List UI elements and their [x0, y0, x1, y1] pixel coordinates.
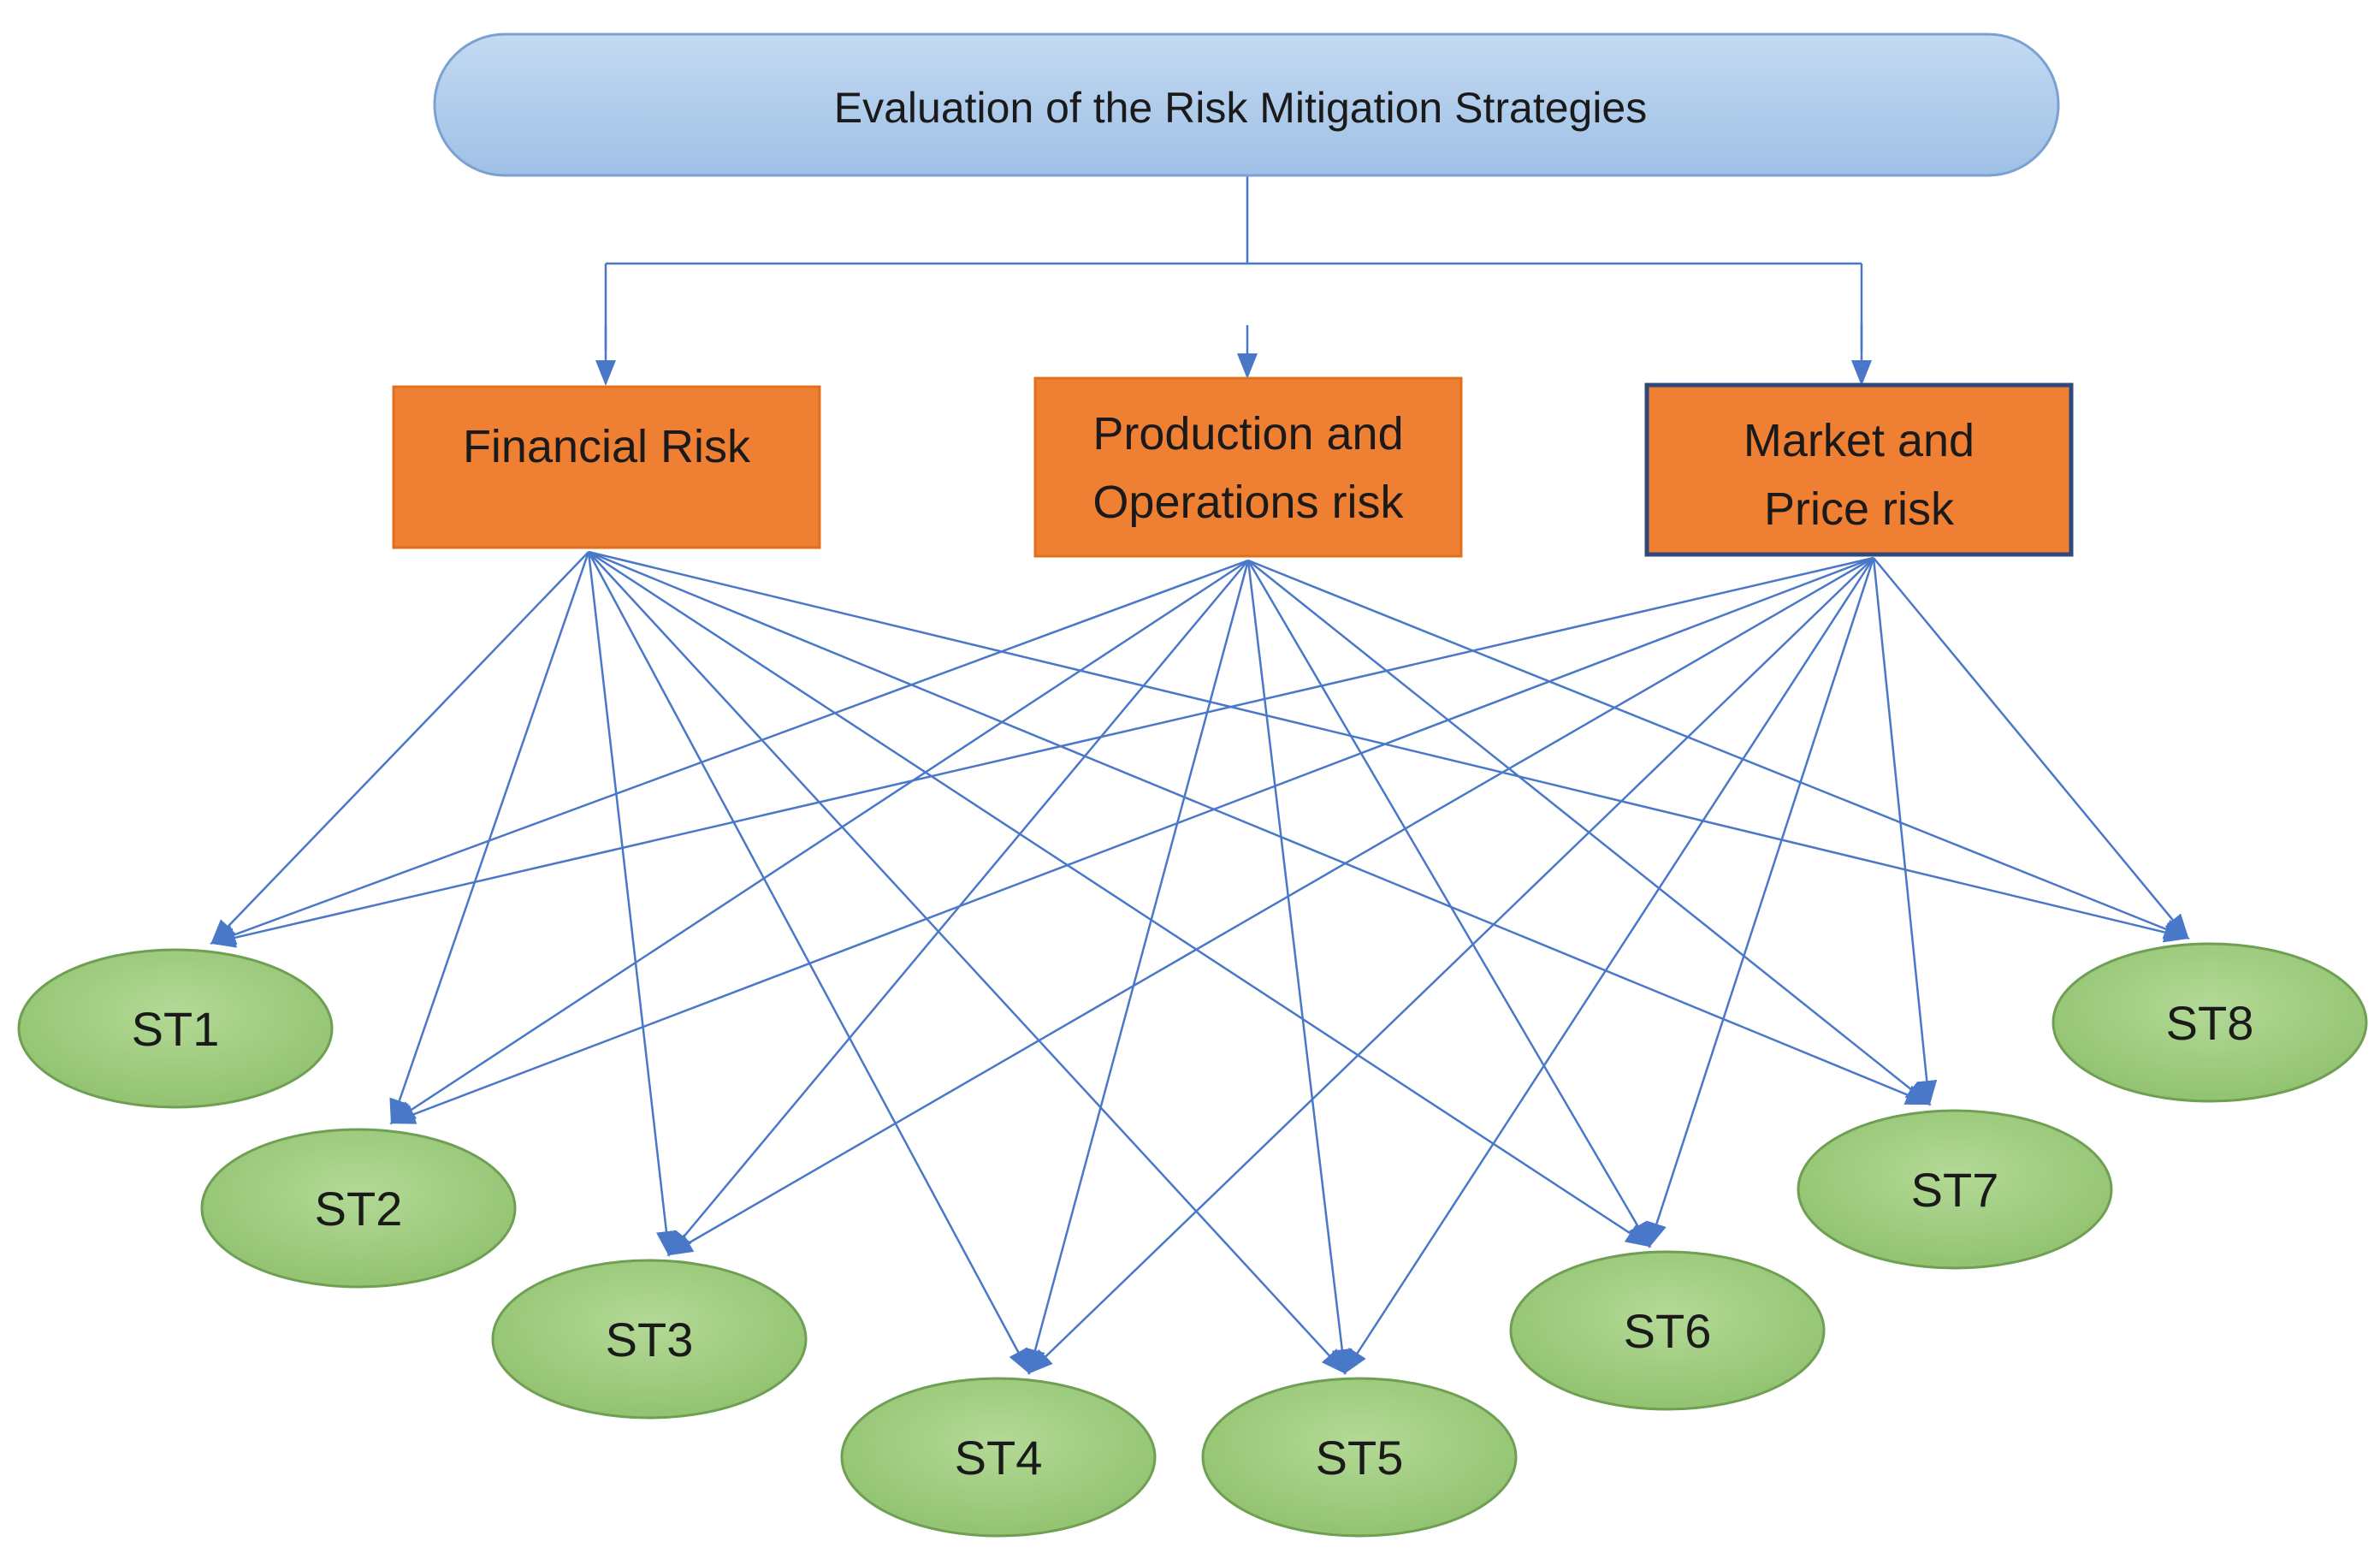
edge-financial-to-st7-arrow — [588, 550, 1932, 1106]
edges-layer — [210, 175, 2190, 1375]
strategy-st4-ellipse — [840, 1377, 1157, 1538]
edge-financial-to-st3-arrow — [587, 551, 677, 1257]
edge-market-to-st8-arrow — [1873, 557, 2189, 940]
strategy-st7-label: ST7 — [1911, 1163, 1999, 1217]
strategy-st4: ST4 — [840, 1377, 1157, 1538]
goal-label: Evaluation of the Risk Mitigation Strate… — [834, 84, 1648, 132]
strategy-st7: ST7 — [1797, 1109, 2113, 1270]
criterion-financial-label: Financial Risk — [463, 421, 751, 472]
edge-financial-to-st4-arrow — [587, 551, 1031, 1375]
strategy-st1-label: ST1 — [132, 1002, 220, 1056]
criterion-financial: Financial Risk — [392, 385, 821, 549]
edge-financial-to-st1-arrow — [210, 551, 589, 945]
strategy-st6-ellipse — [1509, 1250, 1826, 1411]
strategy-st6-label: ST6 — [1624, 1304, 1712, 1358]
goal-node: Evaluation of the Risk Mitigation Strate… — [433, 33, 2060, 177]
criterion-market-label-line2: Price risk — [1764, 483, 1955, 535]
edge-production-to-st2-arrow — [389, 559, 1249, 1124]
edge-financial-to-st6-arrow — [588, 550, 1652, 1248]
strategy-st4-label: ST4 — [955, 1431, 1043, 1485]
edge-market-to-st4-arrow — [1027, 557, 1874, 1375]
strategy-st7-ellipse — [1797, 1109, 2113, 1270]
strategy-st1-ellipse — [17, 948, 334, 1109]
goal-box — [433, 33, 2060, 177]
criterion-market: Market and Price risk — [1644, 382, 2074, 557]
edge-market-to-st2-arrow — [389, 556, 1874, 1124]
edge-production-to-st4-arrow — [1025, 560, 1250, 1375]
edge-production-to-st5-arrow — [1246, 560, 1353, 1375]
edge-market-to-st5-arrow — [1343, 557, 1875, 1375]
strategy-st8-label: ST8 — [2166, 996, 2254, 1050]
criterion-financial-box — [392, 385, 821, 549]
strategy-st2-label: ST2 — [315, 1182, 403, 1236]
criterion-production-box — [1033, 376, 1463, 558]
criterion-production: Production and Operations risk — [1033, 376, 1463, 558]
criterion-production-label-line1: Production and — [1092, 408, 1403, 459]
strategy-st6: ST6 — [1509, 1250, 1826, 1411]
edge-production-to-st8-arrow — [1247, 559, 2190, 940]
criterion-production-label-line2: Operations risk — [1092, 477, 1404, 528]
edge-market-to-st7-arrow — [1872, 557, 1938, 1106]
strategy-st5: ST5 — [1201, 1377, 1518, 1538]
edge-financial-to-st5-arrow — [588, 551, 1347, 1375]
edge-market-to-st3-arrow — [666, 556, 1874, 1256]
criterion-market-label-line1: Market and — [1744, 415, 1974, 466]
edge-financial-to-st2-arrow — [389, 551, 590, 1125]
strategy-st2: ST2 — [200, 1128, 517, 1289]
criterion-market-box — [1644, 382, 2074, 557]
edge-production-to-st6-arrow — [1246, 560, 1651, 1248]
strategy-st8-ellipse — [2051, 942, 2368, 1103]
strategy-st2-ellipse — [200, 1128, 517, 1289]
edge-market-to-st1-arrow — [210, 556, 1874, 948]
edge-production-to-st1-arrow — [210, 559, 1249, 945]
strategy-st5-ellipse — [1201, 1377, 1518, 1538]
strategy-st3-label: ST3 — [606, 1313, 694, 1366]
strategy-st3-ellipse — [491, 1259, 808, 1420]
strategy-st1: ST1 — [17, 948, 334, 1109]
edge-market-to-st6-arrow — [1646, 557, 1875, 1248]
strategy-st8: ST8 — [2051, 942, 2368, 1103]
strategy-st5-label: ST5 — [1316, 1431, 1404, 1485]
strategy-st3: ST3 — [491, 1259, 808, 1420]
edge-financial-to-st8-arrow — [588, 550, 2190, 943]
